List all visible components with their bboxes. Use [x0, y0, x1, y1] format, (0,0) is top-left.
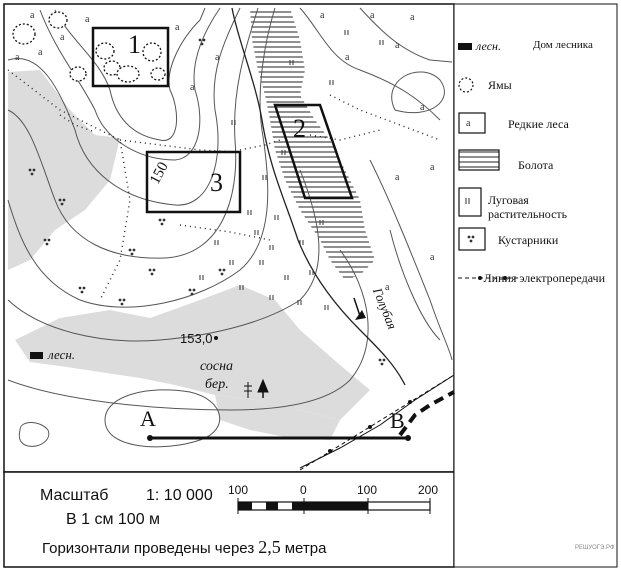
gray-zones: [8, 70, 370, 440]
legend-icons: a: [458, 43, 520, 280]
sparse-forest-symbols: a a a a a a a a a a a a a a a a a a: [15, 10, 435, 293]
scale-tick-left: 100: [228, 483, 249, 497]
svg-text:a: a: [420, 102, 425, 113]
legend-forester-symbol: лесн.: [476, 39, 501, 53]
svg-text:a: a: [30, 10, 35, 21]
svg-text:a: a: [395, 40, 400, 51]
tree-extra-label: бер.: [205, 377, 229, 392]
power-line: [299, 374, 455, 471]
svg-text:a: a: [60, 32, 65, 43]
svg-text:a: a: [38, 47, 43, 58]
svg-text:a: a: [430, 162, 435, 173]
svg-text:a: a: [175, 22, 180, 33]
legend-sparse-forest-text: Редкие леса: [508, 117, 569, 131]
svg-text:a: a: [430, 252, 435, 263]
river-golubaya: [231, 7, 406, 386]
forester-house-map-label: лесн.: [48, 347, 76, 362]
svg-text:a: a: [15, 52, 20, 63]
area-3-label: 3: [210, 168, 223, 197]
tree-species-label: сосна: [200, 359, 234, 374]
swamp-area: [250, 8, 375, 280]
point-a-label: А: [140, 406, 156, 431]
legend-forester-text: Дом лесника: [533, 39, 593, 51]
legend-swamp-text: Болота: [518, 158, 554, 172]
legend-shrubs-text: Кустарники: [498, 233, 559, 247]
svg-text:a: a: [85, 14, 90, 25]
area-2-label: 2: [293, 114, 306, 143]
svg-text:a: a: [410, 12, 415, 23]
scale-tick-200: 200: [418, 483, 439, 497]
spot-height-label: 153,0: [180, 331, 213, 346]
forester-house-icon: [30, 352, 43, 359]
tree-symbols: [244, 378, 269, 398]
contour-interval-unit: метра: [284, 540, 327, 557]
scale-ratio: 1: 10 000: [146, 487, 213, 504]
contour-interval-value: 2,5: [258, 537, 281, 557]
pits: [12, 11, 166, 83]
contour-interval-note: Горизонтали проведены через 2,5 метра: [42, 538, 326, 557]
area-3-frame: [145, 150, 242, 214]
svg-text:a: a: [370, 10, 375, 21]
svg-text:a: a: [320, 10, 325, 21]
road: [398, 390, 455, 437]
scale-tick-zero: 0: [300, 483, 307, 497]
legend-power-line-text: Линия электропередачи: [483, 271, 605, 285]
svg-text:a: a: [466, 118, 471, 129]
point-b-label: В: [390, 408, 405, 433]
svg-text:a: a: [215, 52, 220, 63]
legend-meadow-text: Луговая растительность: [488, 193, 568, 221]
contour-lines: [7, 7, 453, 448]
scale-tick-100: 100: [357, 483, 378, 497]
scale-bar: [237, 498, 431, 514]
area-1-frame: [91, 26, 170, 88]
svg-text:a: a: [190, 82, 195, 93]
shrub-symbols: [28, 38, 386, 366]
scale-per-cm: В 1 см 100 м: [66, 511, 161, 528]
svg-text:a: a: [395, 172, 400, 183]
contour-interval-text: Горизонтали проведены через: [42, 540, 255, 557]
svg-text:a: a: [385, 282, 390, 293]
area-2-frame: [273, 103, 354, 200]
area-1-label: 1: [128, 30, 141, 59]
scale-title: Масштаб: [40, 487, 109, 504]
watermark: РЕШУОГЭ.РФ: [575, 545, 615, 551]
meadow-symbols: [199, 30, 384, 310]
svg-text:a: a: [345, 52, 350, 63]
legend-pits-text: Ямы: [488, 78, 512, 92]
